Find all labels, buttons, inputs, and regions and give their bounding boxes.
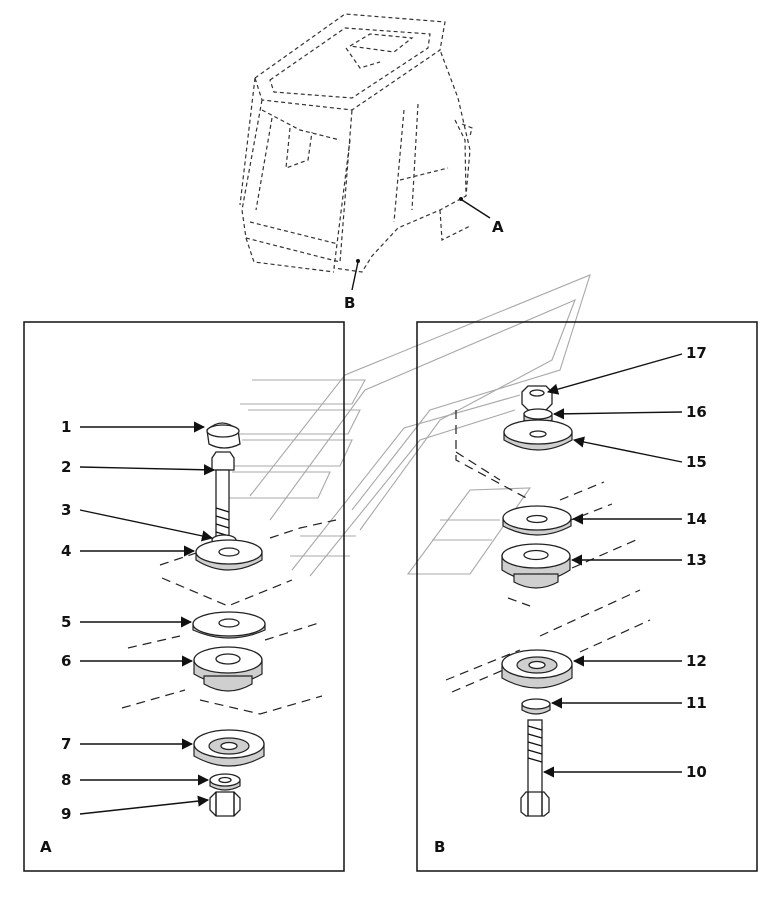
callout-a-5: 5: [61, 613, 71, 631]
part-a-6-mount-lower: [193, 646, 263, 692]
part-a-5-washer: [192, 611, 266, 639]
part-a-8-washer: [209, 773, 241, 791]
callout-a-1: 1: [61, 418, 71, 436]
part-b-11-washer: [521, 698, 551, 715]
callout-b-17: 17: [686, 344, 707, 362]
callout-a-8: 8: [61, 771, 71, 789]
panel-b: B: [416, 321, 758, 872]
overview-label-a: A: [492, 218, 504, 236]
overview-callout-a: A: [459, 197, 504, 236]
callout-a-3: 3: [61, 501, 71, 519]
overview-callout-b: B: [344, 259, 360, 312]
part-b-13-mount: [501, 543, 571, 589]
callout-b-11: 11: [686, 694, 707, 712]
callout-b-16: 16: [686, 403, 707, 421]
callout-a-9: 9: [61, 805, 71, 823]
part-a-9-nut: [209, 791, 241, 817]
callout-a-4: 4: [61, 542, 71, 560]
callout-b-14: 14: [686, 510, 707, 528]
part-b-12-cup: [501, 649, 573, 689]
part-a-2-bolt: [211, 451, 235, 541]
panel-a-label: A: [40, 838, 52, 856]
part-a-4-mount-upper: [195, 539, 263, 571]
callout-b-12: 12: [686, 652, 707, 670]
callouts-b: 17 16 15 14 13 12 11 10: [542, 344, 707, 781]
callout-b-15: 15: [686, 453, 707, 471]
callout-b-10: 10: [686, 763, 707, 781]
callout-a-7: 7: [61, 735, 71, 753]
part-b-15-washer: [503, 419, 573, 451]
callouts-a: 1 2 3 4 5 6 7 8 9: [61, 418, 216, 823]
part-a-1-cap: [206, 422, 241, 449]
panel-a: A: [23, 321, 345, 872]
part-b-10-bolt: [520, 719, 550, 817]
callout-a-2: 2: [61, 458, 71, 476]
callout-b-13: 13: [686, 551, 707, 569]
callout-a-6: 6: [61, 652, 71, 670]
part-b-17-nut: [521, 385, 553, 411]
part-a-7-cup: [193, 729, 265, 767]
cab-overview: [239, 13, 473, 273]
panel-b-frame: [416, 321, 758, 872]
overview-label-b: B: [344, 294, 355, 312]
part-b-14-washer: [502, 505, 572, 536]
panel-b-label: B: [434, 838, 445, 856]
panel-a-frame: [23, 321, 345, 872]
